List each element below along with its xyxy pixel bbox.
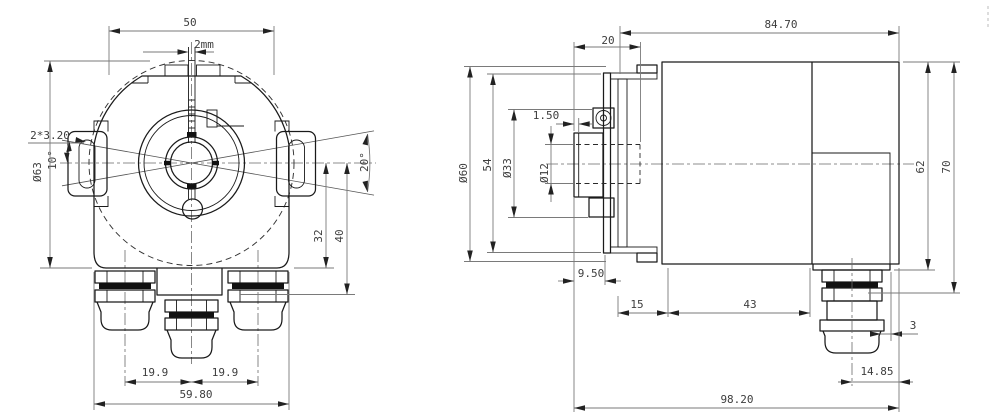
front-body-outline [93,75,290,269]
keyway-detail [187,47,197,199]
front-view: 50 2mm 2*3.20 10° Ø63 [28,16,376,410]
dim-hole-depth-label: 20 [601,34,614,47]
dim-center-gland-label: 40 [333,229,346,242]
dim-gland-pitch-right-label: 19.9 [212,366,239,379]
dim-shaft-flange-label: 9.50 [578,267,605,280]
index-pin-marker [206,109,244,128]
cable-gland-right [227,270,289,331]
side-view: 84.70 20 1.50 Ø60 [457,18,960,412]
front-centerlines [60,42,376,386]
dim-shaft-diameter-label: Ø12 [538,163,551,183]
mounting-ear-left [67,120,109,207]
hub-circles [137,109,246,217]
cable-gland-left [94,270,156,331]
dim-overall-length-label: 98.20 [720,393,753,406]
bottom-protrusion [156,268,223,296]
dim-center-bottom-label: 32 [312,229,325,242]
dim-top-width-label: 50 [183,16,196,29]
dim-body-length-label: 43 [743,298,756,311]
angle-construction-lines [61,130,375,196]
dim-body-diameter-label: Ø63 [31,162,44,182]
cable-gland-center [164,299,219,359]
flange-assembly [602,64,658,263]
dim-shaft-step-label: 1.50 [533,109,560,122]
dim-gland-offset-label: 14.85 [860,365,893,378]
front-dimensions: 50 2mm 2*3.20 10° Ø63 [28,16,371,410]
dim-full-angle-label: 20° [358,152,371,172]
top-terminal-detail [131,64,252,84]
body-max-circle [88,60,295,266]
mounting-ear-right [274,120,317,207]
dim-flange-rear-label: 84.70 [764,18,797,31]
dim-gland-gap-label: 3 [910,319,917,332]
dim-flange-diameter-label: Ø60 [457,163,470,183]
dim-total-height-label: 70 [940,160,953,173]
shaft-boss [573,107,641,218]
dim-plate-height-label: 54 [481,158,494,172]
dim-body-height-label: 62 [914,160,927,173]
cable-gland-side [819,258,885,386]
dim-key-slot-label: 2mm [194,38,214,51]
side-body [661,61,900,271]
dim-flange-body-label: 15 [630,298,643,311]
dim-gland-pitch-left-label: 19.9 [142,366,169,379]
dim-half-angle-label: 10° [46,150,59,170]
dim-boss-diameter-label: Ø33 [501,158,514,178]
bottom-screw-circle [181,198,204,220]
side-dimensions: 84.70 20 1.50 Ø60 [457,18,960,412]
dim-overall-width-label: 59.80 [179,388,212,401]
